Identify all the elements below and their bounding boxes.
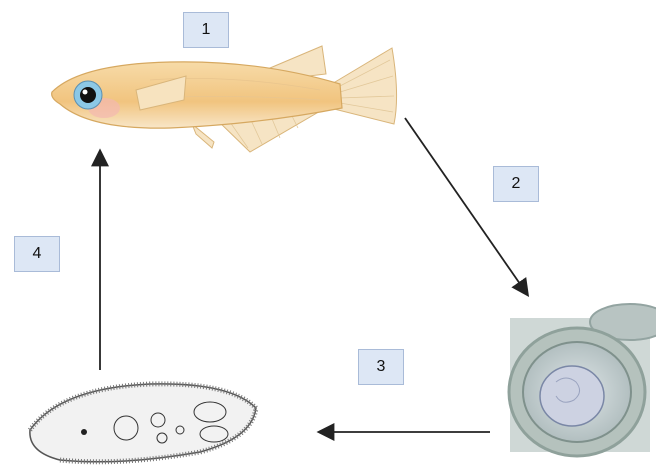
step-label-3: 3 xyxy=(358,349,404,385)
arrow-fish-to-egg xyxy=(405,118,527,294)
fish-illustration xyxy=(52,46,397,152)
step-label-4: 4 xyxy=(14,236,60,272)
egg-micrograph xyxy=(509,304,656,456)
larva-sketch xyxy=(30,384,256,462)
step-label-2: 2 xyxy=(493,166,539,202)
step-label-1: 1 xyxy=(183,12,229,48)
